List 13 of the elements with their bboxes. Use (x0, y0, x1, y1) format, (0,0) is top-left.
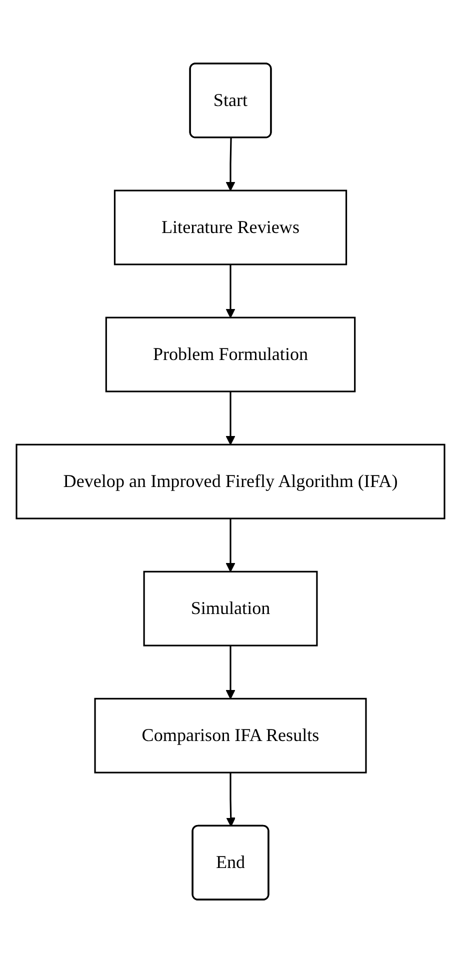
terminal-box: End (192, 825, 270, 901)
terminal-box: Start (189, 63, 272, 139)
process-box: Literature Reviews (114, 190, 348, 266)
process-box: Develop an Improved Firefly Algorithm (IFA) (16, 444, 446, 520)
arrow (226, 646, 236, 700)
arrow (226, 264, 236, 318)
arrow (226, 518, 236, 572)
process-box: Simulation (143, 571, 318, 647)
arrow (226, 392, 236, 446)
process-box: Comparison IFA Results (94, 698, 367, 774)
arrow (226, 773, 236, 828)
arrow (226, 138, 236, 192)
process-box: Problem Formulation (105, 317, 356, 393)
